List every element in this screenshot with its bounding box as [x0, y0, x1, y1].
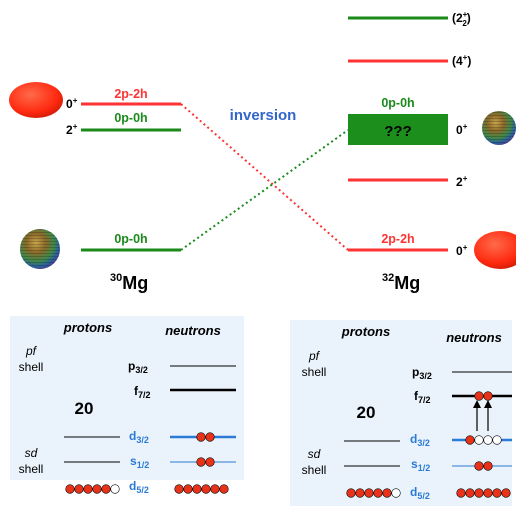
isotope-label: 32Mg	[382, 272, 420, 293]
spin-label: 0+	[456, 122, 468, 137]
spin-label: (4+)	[452, 53, 471, 68]
shell-word: shell	[19, 360, 44, 374]
mg32-scheme: (2+2) (4+) 0p-0h ??? 0+ 2+ 2p-2h 0+	[348, 10, 516, 293]
deformed-nucleus-icon	[9, 82, 63, 118]
unknown-state-box	[348, 114, 448, 145]
config-label: 0p-0h	[114, 111, 147, 125]
orbital-label: f7/2	[414, 389, 431, 405]
proton-occupancy	[65, 484, 120, 494]
shell-word: shell	[302, 463, 327, 477]
orbital-label: d5/2	[410, 485, 430, 501]
orbital-label: d3/2	[410, 432, 430, 448]
spin-label: 2+	[66, 122, 78, 137]
spin-label: 0+	[456, 243, 468, 258]
spherical-nucleus-icon	[482, 111, 516, 145]
spherical-nucleus-icon	[20, 229, 60, 269]
neutrons-header: neutrons	[165, 323, 221, 338]
spin-label: 0+	[66, 96, 78, 111]
protons-header: protons	[63, 320, 112, 335]
spin-label: (2+2)	[452, 10, 471, 28]
neutron-occupancy	[174, 432, 229, 494]
orbital-label: p3/2	[412, 365, 432, 381]
shell-box-right: protons neutrons pf shell sd shell 20 p3…	[290, 320, 512, 506]
sd-label: sd	[308, 447, 321, 461]
orbital-label: d5/2	[129, 479, 149, 495]
config-label: 2p-2h	[381, 232, 414, 246]
config-label: 0p-0h	[114, 232, 147, 246]
excitation-arrows	[473, 400, 492, 431]
isotope-label: 30Mg	[110, 272, 148, 293]
magic-number: 20	[75, 399, 94, 418]
shell-word: shell	[19, 462, 44, 476]
orbital-label: d3/2	[129, 429, 149, 445]
pf-label: pf	[25, 344, 38, 358]
neutrons-header: neutrons	[446, 330, 502, 345]
unknown-state-text: ???	[384, 123, 412, 140]
inversion-label: inversion	[230, 107, 297, 124]
mg30-scheme: 2p-2h 0+ 0p-0h 2+ 0p-0h 30Mg	[9, 82, 181, 293]
shell-box-left: protons neutrons pf shell sd shell 20 p3…	[10, 316, 244, 495]
config-label: 2p-2h	[114, 87, 147, 101]
shell-word: shell	[302, 365, 327, 379]
spin-label: 2+	[456, 174, 468, 189]
sd-label: sd	[25, 446, 38, 460]
orbital-label: s1/2	[411, 457, 430, 473]
orbital-label: f7/2	[134, 384, 151, 400]
red-dotted-connector	[180, 103, 349, 251]
neutron-occupancy	[456, 391, 511, 498]
pf-label: pf	[308, 349, 321, 363]
protons-header: protons	[341, 324, 390, 339]
green-dotted-connector	[180, 129, 349, 251]
proton-occupancy	[346, 488, 401, 498]
deformed-nucleus-icon	[474, 231, 516, 269]
orbital-label: p3/2	[128, 359, 148, 375]
magic-number: 20	[357, 403, 376, 422]
orbital-label: s1/2	[130, 454, 149, 470]
config-label: 0p-0h	[381, 96, 414, 110]
